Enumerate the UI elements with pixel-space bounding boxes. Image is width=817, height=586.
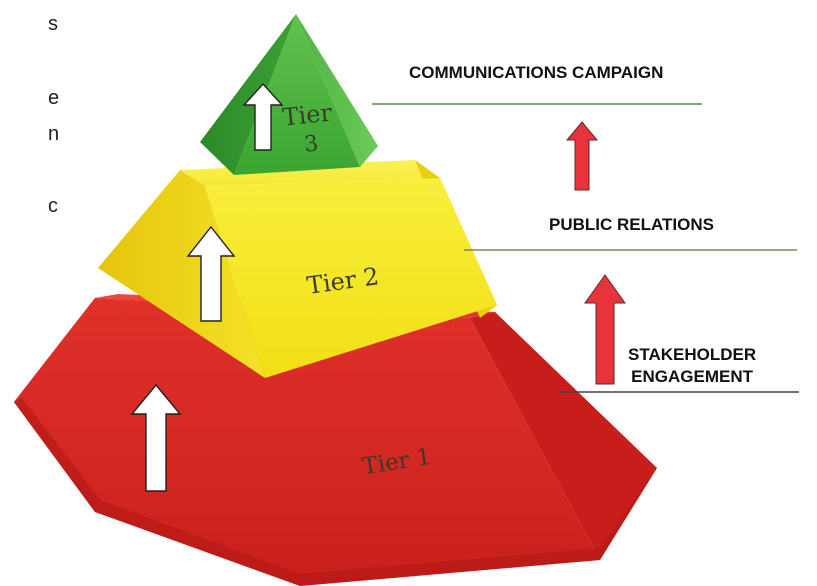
tier-3-up-arrow	[242, 82, 284, 151]
tier-1-up-arrow	[130, 383, 182, 492]
tier-1-right-face	[470, 312, 657, 560]
margin-text-fragment: s	[48, 13, 58, 35]
tier-3-left-face	[200, 14, 296, 175]
stakeholder-engagement-line2: ENGAGEMENT	[631, 367, 753, 387]
tier-3-block	[200, 14, 378, 175]
communications-campaign-label: COMMUNICATIONS CAMPAIGN	[409, 63, 664, 82]
tier-2-left-face	[98, 170, 265, 378]
stakeholder-engagement-line1: STAKEHOLDER	[628, 345, 757, 364]
tier-2-up-arrow	[186, 225, 236, 322]
margin-text-fragment: c	[48, 195, 58, 217]
margin-text-fragment: n	[48, 123, 60, 145]
tier-3-label-line2: 3	[303, 131, 320, 157]
lower-red-arrow	[584, 274, 626, 385]
public-relations-label: PUBLIC RELATIONS	[549, 215, 714, 234]
tier-2-block	[98, 160, 497, 378]
upper-red-arrow	[565, 121, 599, 191]
tier-2-front-face	[205, 178, 497, 378]
tier-1-block	[14, 294, 657, 586]
tier-3-label-line1: Tier	[281, 98, 334, 131]
stakeholder-engagement-label: STAKEHOLDER ENGAGEMENT	[628, 344, 756, 388]
margin-text-fragment: e	[48, 87, 60, 109]
tier-3-right-face	[296, 14, 378, 167]
tier-1-front-face	[14, 298, 600, 586]
